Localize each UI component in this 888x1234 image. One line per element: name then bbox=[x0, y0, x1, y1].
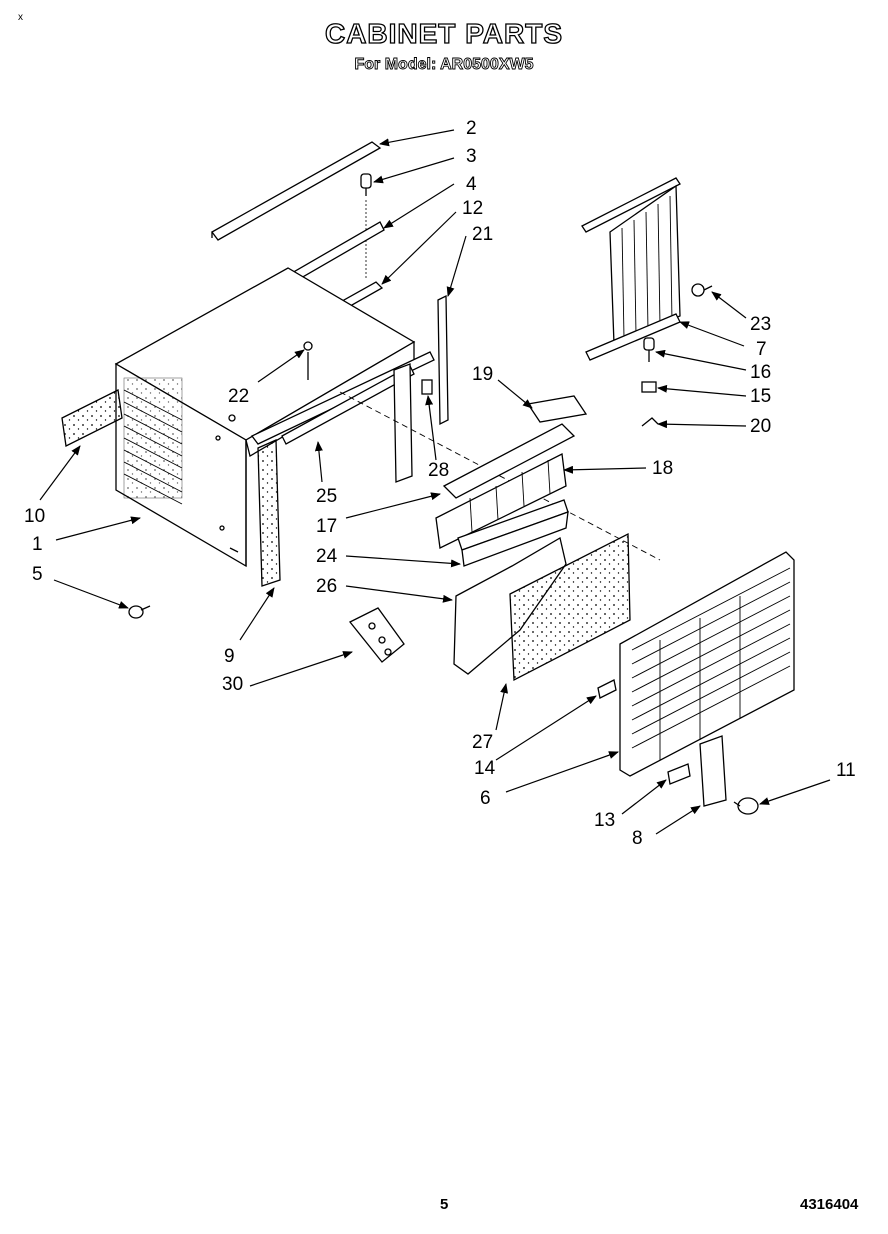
callout-11: 11 bbox=[836, 760, 856, 781]
callout-8: 8 bbox=[632, 828, 643, 849]
rail-25-part bbox=[281, 365, 415, 445]
knob-11-part bbox=[733, 797, 759, 815]
callout-4: 4 bbox=[466, 174, 477, 195]
callout-2: 2 bbox=[466, 118, 477, 139]
callout-labels: 2 3 4 12 21 23 7 16 15 20 19 18 22 28 25… bbox=[24, 118, 856, 849]
front-grille-part bbox=[619, 551, 795, 777]
callout-27: 27 bbox=[472, 732, 493, 753]
lever-19-part bbox=[526, 395, 588, 423]
bracket-15-part bbox=[641, 381, 657, 393]
callout-21: 21 bbox=[472, 224, 493, 245]
callout-28: 28 bbox=[428, 460, 449, 481]
callout-5: 5 bbox=[32, 564, 43, 585]
callout-10: 10 bbox=[24, 506, 45, 527]
control-panel-8-part bbox=[699, 735, 727, 807]
model-subtitle: For Model: AR0500XW5 bbox=[354, 56, 534, 74]
seal-part bbox=[257, 439, 281, 587]
callout-23: 23 bbox=[750, 314, 771, 335]
callout-9: 9 bbox=[224, 646, 235, 667]
callout-20: 20 bbox=[750, 416, 771, 437]
callout-17: 17 bbox=[316, 516, 337, 537]
clip-28-part bbox=[421, 379, 433, 395]
corner-mark: x bbox=[18, 12, 23, 23]
clip-20-part bbox=[641, 417, 659, 427]
callout-15: 15 bbox=[750, 386, 771, 407]
callout-22: 22 bbox=[228, 386, 249, 407]
page-title: CABINET PARTS bbox=[324, 17, 564, 49]
callout-7: 7 bbox=[756, 339, 767, 360]
window-panel-part bbox=[581, 177, 681, 361]
top-rail-part bbox=[211, 141, 382, 241]
louver-17-part bbox=[442, 423, 576, 499]
screw-16-part bbox=[643, 337, 655, 362]
latch-14-part bbox=[597, 679, 617, 699]
page-number: 5 bbox=[440, 1196, 449, 1213]
bracket-21-part bbox=[437, 294, 449, 426]
side-panel-part bbox=[61, 389, 123, 447]
callout-16: 16 bbox=[750, 362, 771, 383]
callout-13: 13 bbox=[594, 810, 615, 831]
hardware-kit-30-part bbox=[348, 607, 405, 663]
callout-14: 14 bbox=[474, 758, 496, 779]
callout-12: 12 bbox=[462, 198, 483, 219]
document-number: 4316404 bbox=[800, 1196, 859, 1213]
leader-lines bbox=[39, 129, 831, 835]
callout-19: 19 bbox=[472, 364, 493, 385]
screw-part bbox=[360, 173, 372, 280]
callout-24: 24 bbox=[316, 546, 338, 567]
callout-26: 26 bbox=[316, 576, 337, 597]
callout-25: 25 bbox=[316, 486, 337, 507]
callout-30: 30 bbox=[222, 674, 243, 695]
callout-3: 3 bbox=[466, 146, 477, 167]
fastener-22-part bbox=[303, 341, 313, 351]
knob-23-part bbox=[691, 283, 713, 297]
latch-13-part bbox=[667, 763, 691, 785]
screw-5-part bbox=[128, 605, 151, 619]
callout-18: 18 bbox=[652, 458, 673, 479]
filter-27-part bbox=[509, 532, 631, 682]
callout-1: 1 bbox=[32, 534, 43, 555]
callout-6: 6 bbox=[480, 788, 491, 809]
